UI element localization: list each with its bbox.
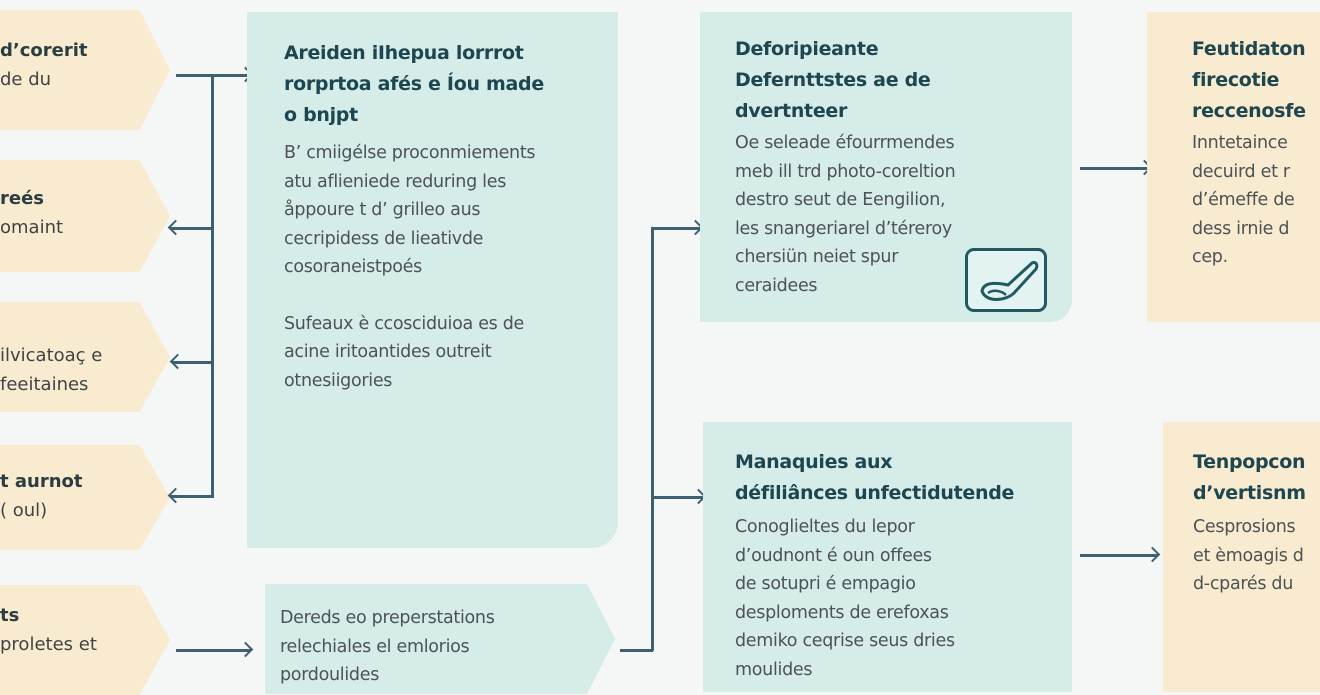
arrow-right (1080, 554, 1158, 557)
step-label: t aurnot( oul) (0, 471, 83, 521)
connector-stub (620, 649, 653, 652)
arrow-left (172, 361, 213, 364)
connector-vertical-middle (651, 228, 654, 651)
left-step-4: t aurnot( oul) (0, 445, 170, 550)
arrow-left (170, 227, 213, 230)
arrow-right (176, 74, 251, 77)
connector-vertical-left (211, 75, 214, 498)
hand-tool-icon (965, 248, 1047, 312)
arrow-right (176, 649, 251, 652)
arrow-right (651, 496, 704, 499)
arrow-right (651, 227, 701, 230)
arrow-left (170, 495, 213, 498)
arrow-right (1080, 167, 1150, 170)
